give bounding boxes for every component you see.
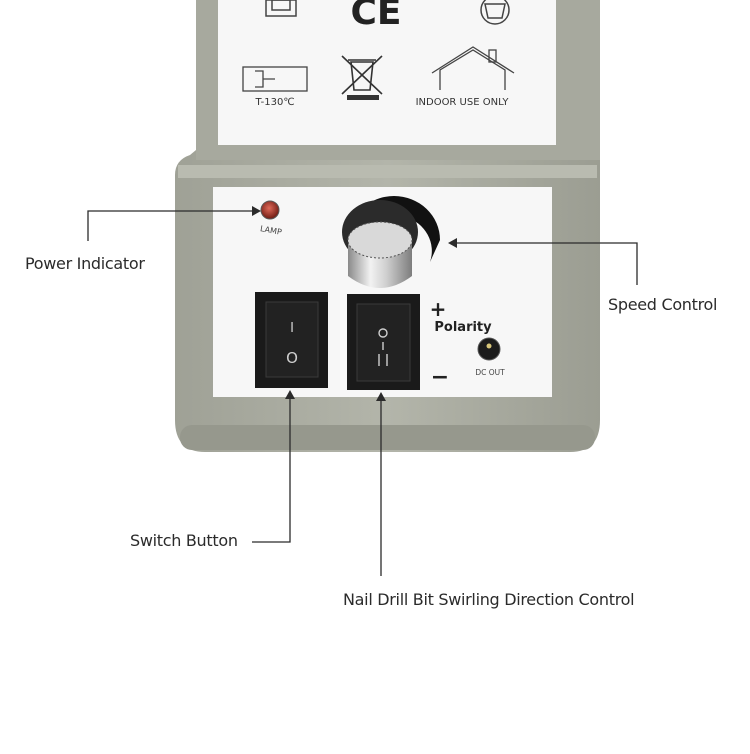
leader-switch-button [252,390,295,543]
leader-direction-control [376,392,386,576]
direction-switch-symbol [378,328,388,366]
polarity-label: Polarity [434,320,492,335]
top-label-panel [218,0,556,145]
dc-out-label: DC OUT [475,368,505,377]
thermal-fuse-icon [242,66,308,92]
power-indicator-callout: Power Indicator [25,254,145,273]
power-switch-off-mark: O [286,349,298,367]
speed-knob-grip [347,221,413,259]
lamp-label: LAMP [259,224,282,237]
leader-speed-control [448,238,638,285]
dc-out-pin [486,343,492,349]
double-square-icon [265,0,297,17]
power-lamp [260,200,280,220]
power-switch-rocker[interactable] [265,301,319,378]
leader-power-indicator [87,206,261,241]
house-icon [431,46,515,90]
minus-sign: − [431,365,449,390]
speed-control-callout: Speed Control [608,295,718,314]
weee-bin-icon [341,55,383,100]
dc-out-jack[interactable] [477,337,501,361]
switch-button-callout: Switch Button [130,531,238,550]
shield-icon [480,0,510,25]
direction-control-callout: Nail Drill Bit Swirling Direction Contro… [343,590,635,609]
device-front-bevel [178,165,597,178]
plus-sign: + [430,297,447,321]
ce-mark-icon: CE [350,0,401,33]
fuse-temp-text: T-130℃ [254,97,294,108]
indoor-use-text: INDOOR USE ONLY [416,97,510,108]
power-switch-on-mark: I [290,321,294,336]
device-bottom-shadow [180,425,595,450]
